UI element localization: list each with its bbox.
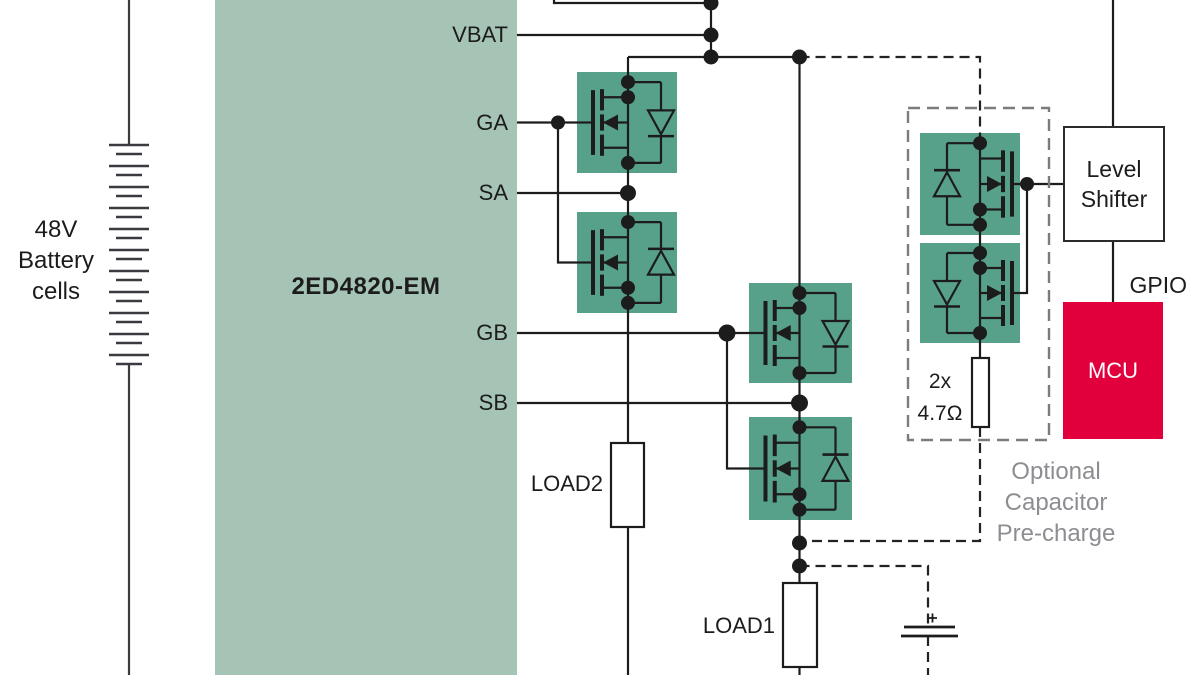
level-shifter-line1: Level xyxy=(1086,156,1142,182)
pin-label-sa: SA xyxy=(388,180,508,206)
battery-label-line3: cells xyxy=(31,278,80,305)
battery-symbol xyxy=(109,0,149,675)
battery-label-line1: 48V xyxy=(34,216,78,243)
precharge-resistor-qty: 2x xyxy=(928,370,952,393)
battery-label-line2: Battery xyxy=(17,247,95,274)
optional-note-line1: Optional xyxy=(1011,458,1101,485)
optional-note-line3: Pre-charge xyxy=(996,520,1116,547)
gate-driver-block xyxy=(215,0,517,675)
mosfet-b xyxy=(577,212,677,313)
pin-label-gb: GB xyxy=(388,320,508,346)
level-shifter-box: Level Shifter xyxy=(1063,126,1165,242)
mosfet-d xyxy=(749,417,852,520)
gpio-label: GPIO xyxy=(1037,272,1187,299)
pin-sa-text: SA xyxy=(478,180,508,205)
level-shifter-line2: Shifter xyxy=(1080,186,1148,212)
dashed-wires xyxy=(799,55,982,675)
mcu-text: MCU xyxy=(1087,357,1139,383)
junction-dots xyxy=(551,0,1034,574)
precharge-resistor-label: 2x 4.7Ω xyxy=(890,366,990,430)
load1-label: LOAD1 xyxy=(625,613,775,639)
mosfet-c xyxy=(749,283,852,383)
pin-sb-text: SB xyxy=(478,390,508,415)
precharge-mosfet-1 xyxy=(920,133,1020,235)
precharge-mosfet-2 xyxy=(920,243,1020,343)
load2-label: LOAD2 xyxy=(453,471,603,497)
pin-label-sb: SB xyxy=(388,390,508,416)
wires xyxy=(517,0,1115,675)
load2-resistor xyxy=(609,441,646,529)
pin-label-ga: GA xyxy=(388,110,508,136)
pin-ga-text: GA xyxy=(476,110,508,135)
mosfet-a xyxy=(577,72,677,173)
capacitor xyxy=(901,613,958,638)
optional-precharge-note: Optional Capacitor Pre-charge xyxy=(956,456,1156,549)
pin-vbat-text: VBAT xyxy=(452,22,508,47)
precharge-dashed-box xyxy=(906,106,1051,442)
load1-resistor xyxy=(781,581,819,669)
load2-text: LOAD2 xyxy=(530,471,603,496)
mcu-box: MCU xyxy=(1063,302,1163,439)
pin-label-vbat: VBAT xyxy=(388,22,508,48)
load1-text: LOAD1 xyxy=(702,613,775,638)
gpio-text: GPIO xyxy=(1129,272,1187,298)
chip-part-number-text: 2ED4820-EM xyxy=(291,273,441,300)
chip-part-number: 2ED4820-EM xyxy=(215,273,517,301)
battery-label: 48V Battery cells xyxy=(2,214,110,307)
precharge-resistor xyxy=(970,356,991,429)
precharge-resistor-value: 4.7Ω xyxy=(917,402,963,425)
optional-note-line2: Capacitor xyxy=(1004,489,1108,516)
pin-gb-text: GB xyxy=(476,320,508,345)
